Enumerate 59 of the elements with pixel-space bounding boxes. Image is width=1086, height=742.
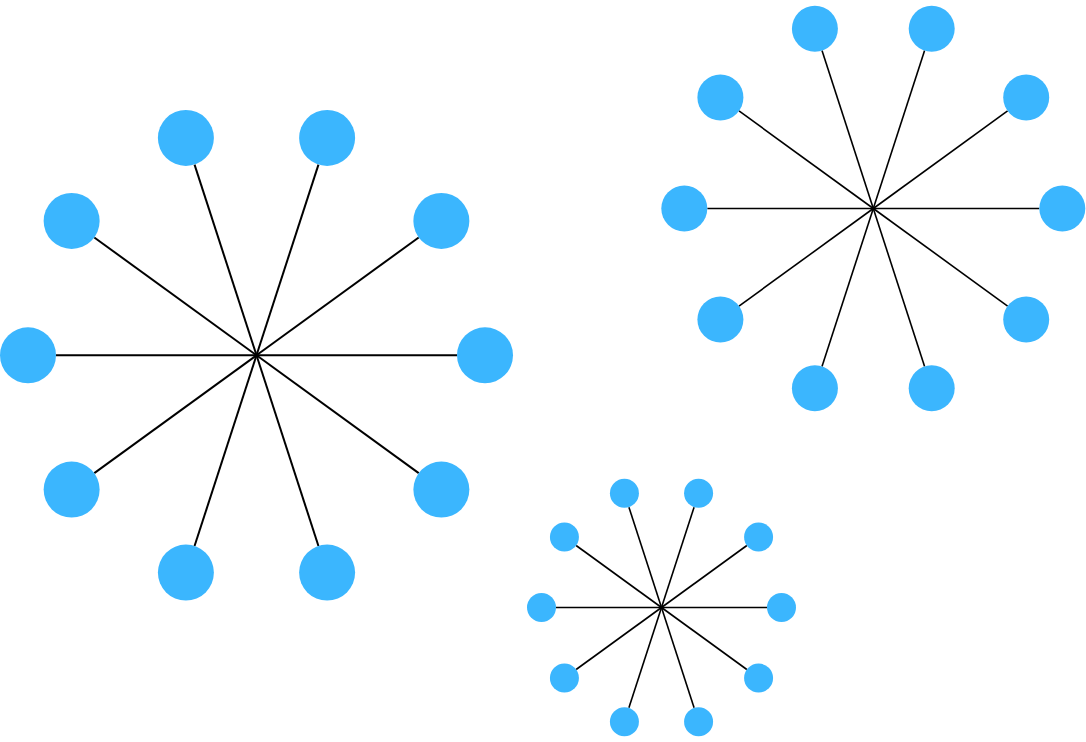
connector-line <box>193 354 258 547</box>
circle-node <box>684 478 714 508</box>
connector-line <box>555 606 663 609</box>
connector-line <box>255 354 458 357</box>
connector-line <box>575 544 663 609</box>
connector-line <box>872 110 1009 210</box>
connector-line <box>93 236 258 357</box>
connector-line <box>55 354 258 357</box>
connector-line <box>575 606 663 671</box>
connector-line <box>660 606 768 609</box>
circle-node <box>549 522 579 552</box>
circle-node <box>791 365 838 412</box>
circle-node <box>697 296 744 343</box>
circle-node <box>791 5 838 52</box>
connector-line <box>821 207 875 368</box>
circle-node <box>413 461 470 518</box>
circle-node <box>609 478 639 508</box>
circle-node <box>299 544 356 601</box>
connector-line <box>255 354 420 475</box>
circle-node <box>1039 185 1086 232</box>
connector-line <box>255 163 320 357</box>
circle-node <box>744 522 774 552</box>
connector-line <box>255 236 420 357</box>
connector-line <box>660 506 695 609</box>
connector-line <box>628 506 663 609</box>
circle-node <box>908 365 955 412</box>
connector-line <box>872 207 926 368</box>
circle-node <box>697 74 744 121</box>
connector-line <box>255 354 320 547</box>
circle-node <box>767 593 796 622</box>
circle-node <box>299 110 356 166</box>
circle-node <box>549 663 579 693</box>
connector-line <box>93 354 258 475</box>
connector-line <box>660 606 748 671</box>
connector-line <box>872 49 926 210</box>
circle-node <box>157 544 214 601</box>
circle-node <box>43 461 100 518</box>
connector-line <box>738 207 875 307</box>
connector-line <box>738 110 875 210</box>
circle-node <box>527 593 556 622</box>
circle-node <box>43 193 100 249</box>
connector-line <box>872 207 1041 210</box>
connector-line <box>821 49 875 210</box>
connector-line <box>628 606 663 709</box>
circle-node <box>684 707 714 737</box>
circle-node <box>1003 74 1050 121</box>
circle-node <box>413 193 470 249</box>
connector-line <box>706 207 875 210</box>
circle-node <box>744 663 774 693</box>
circle-node <box>0 327 56 384</box>
circle-node <box>457 327 513 384</box>
circle-node <box>157 110 214 166</box>
circle-node <box>1003 296 1050 343</box>
circle-node <box>609 707 639 737</box>
connector-line <box>872 207 1009 307</box>
circle-node <box>661 185 708 232</box>
circle-node <box>908 5 955 52</box>
connector-line <box>660 544 748 609</box>
connector-line <box>660 606 695 709</box>
